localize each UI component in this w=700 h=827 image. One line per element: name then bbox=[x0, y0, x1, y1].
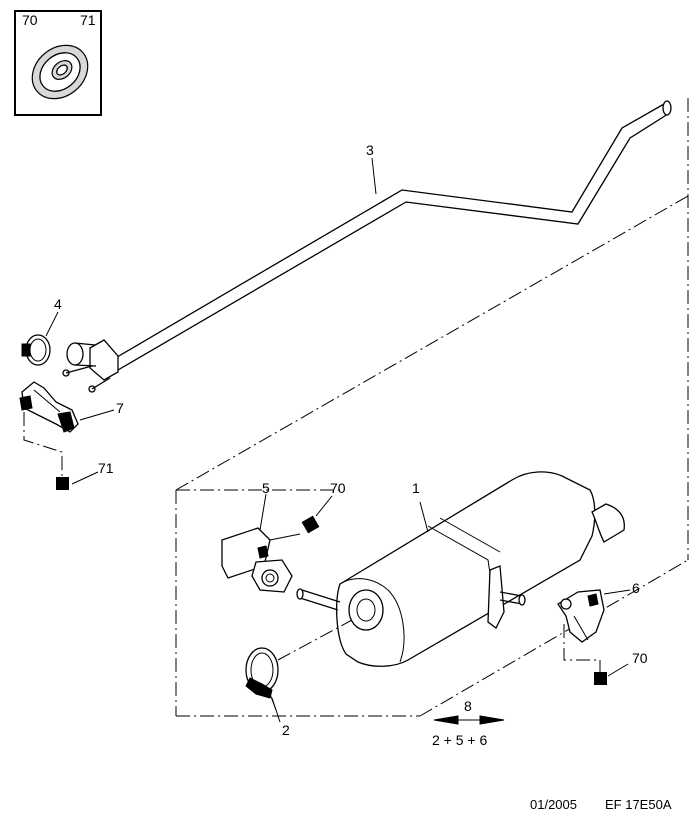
callout-7: 7 bbox=[116, 400, 124, 416]
callout-71: 71 bbox=[98, 460, 114, 476]
gasket-inset-frame bbox=[14, 10, 102, 116]
callout-3: 3 bbox=[366, 142, 374, 158]
callout-1: 1 bbox=[412, 480, 420, 496]
clamp-ring-4-drawing bbox=[21, 334, 51, 366]
leader-2-to-silencer bbox=[277, 619, 353, 661]
assembly-boundary bbox=[175, 98, 689, 717]
rear-silencer-drawing bbox=[296, 471, 625, 667]
callout-70-b: 70 bbox=[632, 650, 648, 666]
leader-7-to-71 bbox=[23, 412, 63, 476]
inset-label-70: 70 bbox=[22, 12, 38, 28]
callout-70-a: 70 bbox=[330, 480, 346, 496]
callout-2: 2 bbox=[282, 722, 290, 738]
inset-label-71: 71 bbox=[80, 12, 96, 28]
hanger-5-drawing bbox=[221, 527, 301, 593]
footer-reference: EF 17E50A bbox=[605, 797, 672, 812]
square-marker-71 bbox=[56, 477, 69, 490]
clamp-2-drawing bbox=[245, 647, 279, 711]
intermediate-pipe-drawing bbox=[62, 100, 672, 393]
clamp-7-drawing bbox=[19, 381, 79, 433]
gasket-ring-drawing bbox=[31, 44, 89, 100]
kit-number: 8 bbox=[464, 698, 472, 714]
leader-6-to-70 bbox=[563, 624, 601, 672]
hanger-6-drawing bbox=[557, 589, 605, 643]
kit-formula: 2 + 5 + 6 bbox=[432, 732, 488, 748]
footer-date: 01/2005 bbox=[530, 797, 577, 812]
callout-6: 6 bbox=[632, 580, 640, 596]
kit-arrow bbox=[433, 715, 505, 725]
square-marker-70-b bbox=[594, 672, 607, 685]
callout-5: 5 bbox=[262, 480, 270, 496]
callout-leaders bbox=[45, 157, 631, 723]
callout-4: 4 bbox=[54, 296, 62, 312]
